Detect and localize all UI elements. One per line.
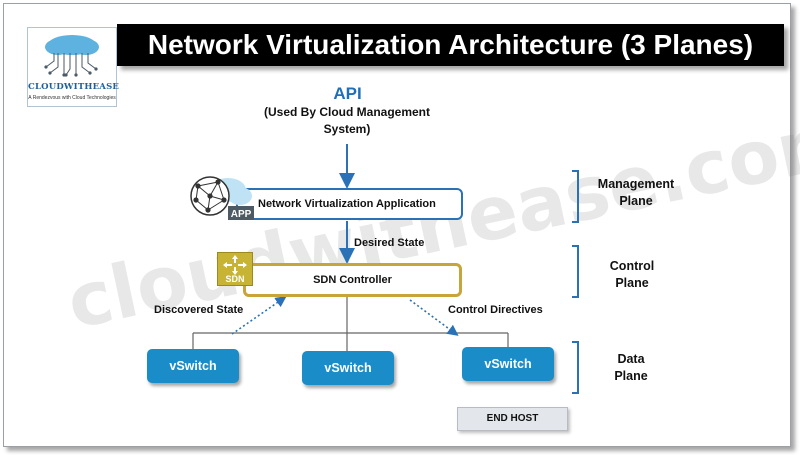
control-bracket <box>572 245 579 298</box>
cloud-logo-icon <box>44 35 99 77</box>
vswitch-1: vSwitch <box>147 349 239 383</box>
data-plane-label: Data Plane <box>576 351 686 385</box>
sdn-icon-label: SDN <box>225 274 245 284</box>
diagram-frame <box>3 3 791 447</box>
data-bracket <box>572 341 579 394</box>
discovered-state-label: Discovered State <box>154 304 244 316</box>
sdn-controller-box: SDN Controller <box>243 263 462 297</box>
data-plane-line2: Plane <box>614 369 648 383</box>
api-title: API <box>333 84 362 103</box>
data-plane-line1: Data <box>617 352 645 366</box>
vswitch-2: vSwitch <box>302 351 394 385</box>
logo-name: CLOUDWITHEASE <box>28 82 120 92</box>
management-bracket <box>572 170 579 223</box>
management-plane-line1: Management <box>597 177 675 191</box>
desired-state-label: Desired State <box>354 237 425 249</box>
management-plane-line2: Plane <box>619 194 653 208</box>
vswitch-3: vSwitch <box>462 347 554 381</box>
control-plane-line1: Control <box>609 259 655 273</box>
control-directives-arrow <box>409 299 459 336</box>
app-icon-label: APP <box>231 209 252 220</box>
logo-tagline: A Rendezvous with Cloud Technologies <box>28 95 116 101</box>
sdn-box-label: SDN Controller <box>313 274 392 286</box>
api-subtitle: (Used By Cloud Management System) <box>263 105 431 136</box>
control-plane-label: Control Plane <box>577 258 687 292</box>
discovered-state-arrow <box>231 296 287 335</box>
end-host-box: END HOST <box>457 407 568 431</box>
control-plane-line2: Plane <box>615 276 649 290</box>
app-box-label: Network Virtualization Application <box>258 198 436 210</box>
management-plane-label: Management Plane <box>581 176 691 210</box>
control-directives-label: Control Directives <box>448 304 543 316</box>
sdn-arrows-icon <box>223 255 247 275</box>
logo: CLOUDWITHEASE A Rendezvous with Cloud Te… <box>27 27 120 107</box>
network-virtualization-app-box: Network Virtualization Application <box>236 188 463 220</box>
sdn-icon: SDN <box>217 252 253 286</box>
page-title: Network Virtualization Architecture (3 P… <box>117 24 784 66</box>
network-cloud-app-icon: APP <box>190 176 254 220</box>
